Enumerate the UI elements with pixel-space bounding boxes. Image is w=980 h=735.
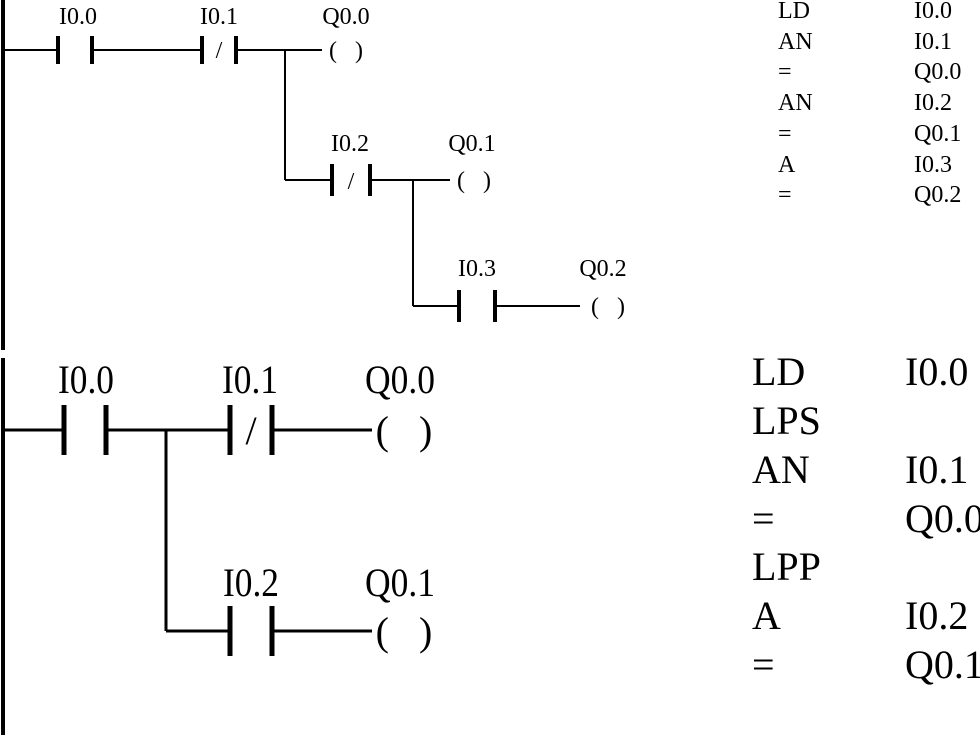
top-instr-operand: I0.2	[914, 90, 952, 116]
bottom-contact-i02: I0.2	[223, 560, 279, 656]
bottom-ladder-diagram: I0.0 / I0.1 ( ) Q0.0 I0.2 ( ) Q0.1	[1, 349, 980, 735]
bottom-contact-i00-label: I0.0	[58, 357, 114, 402]
top-coil-q00: ( ) Q0.0	[322, 4, 369, 64]
top-contact-i00-label: I0.0	[59, 4, 97, 30]
top-contact-i01-label: I0.1	[200, 4, 238, 30]
top-instr-op: AN	[778, 29, 813, 55]
bottom-instr-op: LPS	[752, 398, 821, 443]
top-contact-i02-label: I0.2	[331, 131, 369, 157]
bottom-instr-op: A	[752, 593, 781, 638]
bottom-contact-i01-label: I0.1	[222, 357, 278, 402]
bottom-coil-q01-symbol: ( )	[376, 609, 433, 654]
bottom-instr-op: =	[752, 496, 775, 541]
bottom-contact-i00: I0.0	[58, 357, 114, 455]
top-instr-operand: I0.0	[914, 0, 952, 24]
top-contact-i01-slash: /	[216, 38, 223, 64]
top-contact-i00: I0.0	[56, 4, 97, 64]
bottom-instr-op: LD	[752, 349, 805, 394]
bottom-instr-operand: I0.0	[905, 349, 968, 394]
top-coil-q00-label: Q0.0	[322, 4, 369, 30]
top-instr-op: AN	[778, 90, 813, 116]
top-instr-op: =	[778, 182, 792, 208]
top-instr-operand: I0.3	[914, 152, 952, 178]
top-contact-i02-slash: /	[348, 169, 355, 195]
bottom-coil-q01-label: Q0.1	[365, 560, 435, 605]
top-instr-operand: Q0.0	[914, 59, 961, 85]
bottom-instruction-list: LD I0.0 LPS AN I0.1 = Q0.0 LPP A I0.2 = …	[752, 349, 980, 687]
top-instr-op: =	[778, 59, 792, 85]
top-contact-i02: / I0.2	[330, 131, 372, 196]
top-instr-operand: I0.1	[914, 29, 952, 55]
top-contact-i03: I0.3	[457, 256, 497, 322]
top-coil-q02: ( ) Q0.2	[579, 256, 626, 320]
top-coil-q00-symbol: ( )	[329, 38, 363, 64]
top-instr-operand: Q0.2	[914, 182, 961, 208]
bottom-instr-operand: I0.1	[905, 447, 968, 492]
top-instruction-list: LD I0.0 AN I0.1 = Q0.0 AN I0.2 = Q0.1 A …	[778, 0, 961, 208]
top-coil-q02-label: Q0.2	[579, 256, 626, 282]
bottom-instr-op: =	[752, 642, 775, 687]
bottom-instr-operand: Q0.0	[905, 496, 980, 541]
bottom-coil-q00-symbol: ( )	[376, 408, 433, 453]
bottom-instr-operand: Q0.1	[905, 642, 980, 687]
bottom-contact-i01-slash: /	[245, 408, 257, 453]
bottom-contact-i02-label: I0.2	[223, 560, 279, 605]
top-instr-operand: Q0.1	[914, 121, 961, 147]
top-contact-i03-label: I0.3	[458, 256, 496, 282]
top-instr-op: =	[778, 121, 792, 147]
top-coil-q01-symbol: ( )	[457, 168, 491, 194]
bottom-instr-op: AN	[752, 447, 810, 492]
bottom-contact-i01: / I0.1	[222, 357, 278, 455]
top-coil-q02-symbol: ( )	[591, 294, 625, 320]
top-contact-i01: / I0.1	[200, 4, 238, 64]
bottom-coil-q00: ( ) Q0.0	[365, 357, 435, 453]
top-instr-op: LD	[778, 0, 810, 24]
top-coil-q01: ( ) Q0.1	[448, 131, 495, 194]
top-instr-op: A	[778, 152, 796, 178]
bottom-instr-operand: I0.2	[905, 593, 968, 638]
bottom-coil-q00-label: Q0.0	[365, 357, 435, 402]
top-ladder-diagram: I0.0 / I0.1 ( ) Q0.0 / I0.2 ( ) Q0.1	[1, 0, 961, 350]
bottom-coil-q01: ( ) Q0.1	[365, 560, 435, 654]
bottom-instr-op: LPP	[752, 544, 821, 589]
top-coil-q01-label: Q0.1	[448, 131, 495, 157]
